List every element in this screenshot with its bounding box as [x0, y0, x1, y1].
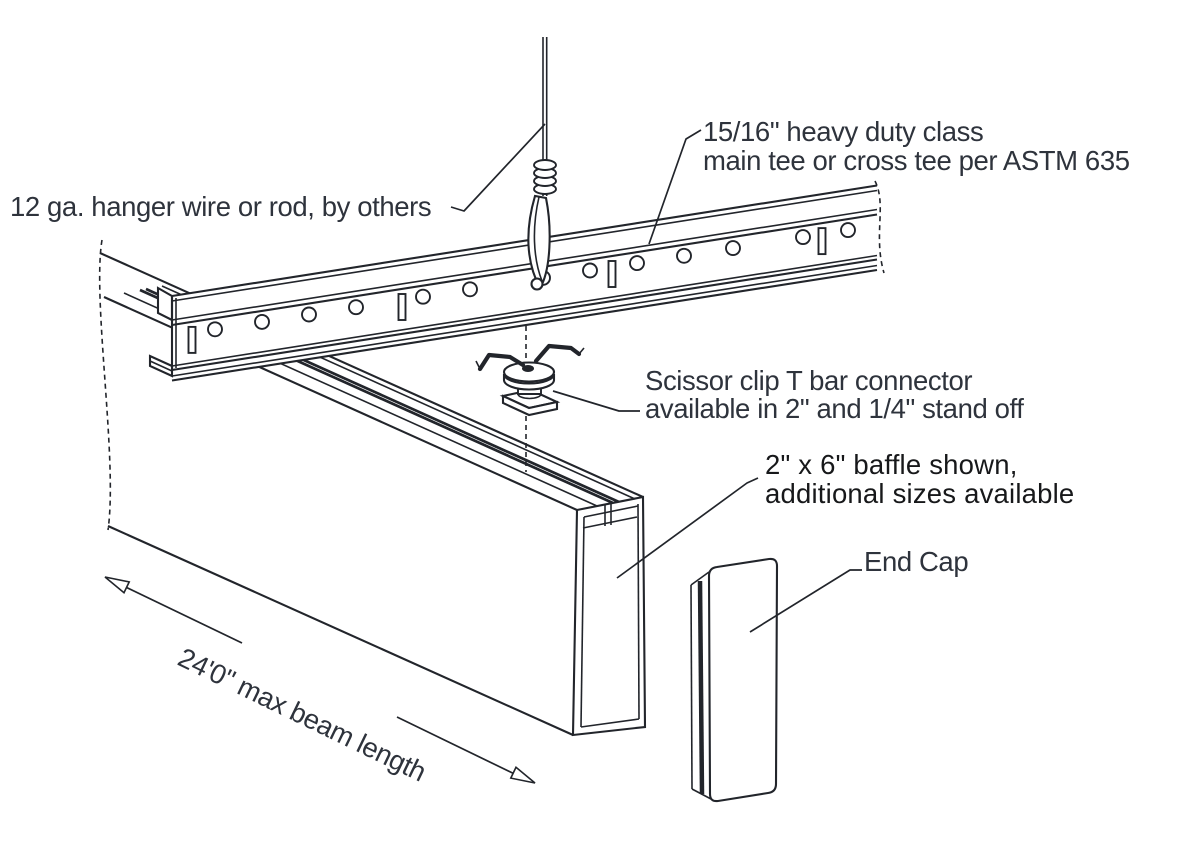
arrowhead-right — [509, 766, 536, 784]
leader-lines — [450, 123, 862, 633]
clip-right-wing — [533, 343, 582, 364]
baffle-label-line2: additional sizes available — [765, 478, 1074, 509]
end-cap-drawing — [690, 557, 779, 803]
clip-left-wing — [477, 352, 526, 372]
tee-holes — [207, 222, 856, 338]
tee-break-line — [874, 180, 885, 274]
end-cap-plate — [707, 557, 779, 803]
baffle-break-line — [98, 239, 112, 531]
main-tee-leader — [648, 129, 702, 245]
tee-end-bulb — [156, 286, 174, 322]
end-cap-side-return — [697, 580, 705, 795]
tee-slots — [187, 227, 827, 354]
baffle-leader — [616, 477, 759, 579]
main-tee-drawing — [148, 180, 885, 382]
arrowhead-left — [104, 576, 131, 594]
main-tee-label-line1: 15/16" heavy duty class — [703, 116, 983, 147]
main-tee-label-line2: main tee or cross tee per ASTM 635 — [703, 145, 1130, 176]
hanger-wire-leader — [450, 123, 546, 212]
baffle-label-line1: 2" x 6" baffle shown, — [765, 449, 1018, 480]
end-cap-label: End Cap — [864, 546, 968, 577]
hanger-wire-drawing — [527, 37, 557, 291]
clip-center-bolt — [522, 365, 534, 372]
end-cap-leader — [749, 569, 862, 633]
scissor-clip-drawing — [475, 343, 585, 417]
wire-coil — [533, 159, 557, 195]
beam-length-dimension-label: 24'0" max beam length — [173, 641, 431, 787]
scissor-clip-label-line1: Scissor clip T bar connector — [645, 365, 972, 396]
hanger-wire-label: 12 ga. hanger wire or rod, by others — [10, 191, 431, 222]
scissor-clip-label-line2: available in 2" and 1/4" stand off — [645, 393, 1024, 424]
wire-loop-hook — [530, 277, 544, 291]
scissor-clip-leader — [552, 390, 640, 412]
